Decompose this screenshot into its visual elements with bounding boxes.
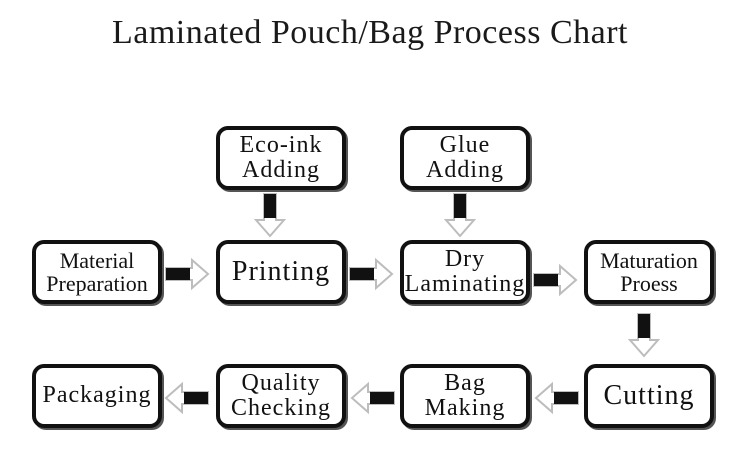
step-line: Preparation (46, 271, 148, 296)
step-line: Material (59, 247, 135, 273)
step-maturation-proess: Maturation Proess (584, 240, 714, 304)
step-line: Eco-ink (239, 131, 323, 158)
step-line: Dry (444, 245, 486, 272)
arrow-material-to-printing (165, 259, 209, 289)
step-line: Packaging (42, 382, 152, 409)
step-line: Adding (426, 157, 504, 183)
arrow-cutting-to-bag (535, 383, 579, 413)
step-line: Glue (439, 131, 491, 158)
arrow-ecoink-to-printing (255, 193, 285, 237)
step-line: Adding (242, 157, 320, 183)
step-line: Proess (620, 271, 678, 296)
step-line: Checking (231, 395, 331, 421)
arrow-printing-to-dry (349, 259, 393, 289)
step-line: Laminating (404, 271, 526, 297)
arrow-quality-to-packaging (165, 383, 209, 413)
arrow-glue-to-dry (445, 193, 475, 237)
step-line: Making (424, 395, 506, 421)
step-packaging: Packaging (32, 364, 162, 428)
page-title: Laminated Pouch/Bag Process Chart (111, 14, 628, 51)
step-line: Printing (231, 256, 331, 288)
step-printing: Printing (216, 240, 346, 304)
step-dry-laminating: Dry Laminating (400, 240, 530, 304)
arrow-maturation-to-cutting (629, 313, 659, 357)
step-line: Maturation (600, 247, 698, 273)
step-material-preparation: Material Preparation (32, 240, 162, 304)
step-quality-checking: Quality Checking (216, 364, 346, 428)
step-line: Bag (444, 369, 486, 396)
step-line: Quality (241, 369, 321, 396)
step-eco-ink-adding: Eco-ink Adding (216, 126, 346, 190)
step-line: Cutting (603, 380, 695, 412)
step-glue-adding: Glue Adding (400, 126, 530, 190)
step-bag-making: Bag Making (400, 364, 530, 428)
arrow-dry-to-maturation (533, 265, 577, 295)
step-cutting: Cutting (584, 364, 714, 428)
arrow-bag-to-quality (351, 383, 395, 413)
